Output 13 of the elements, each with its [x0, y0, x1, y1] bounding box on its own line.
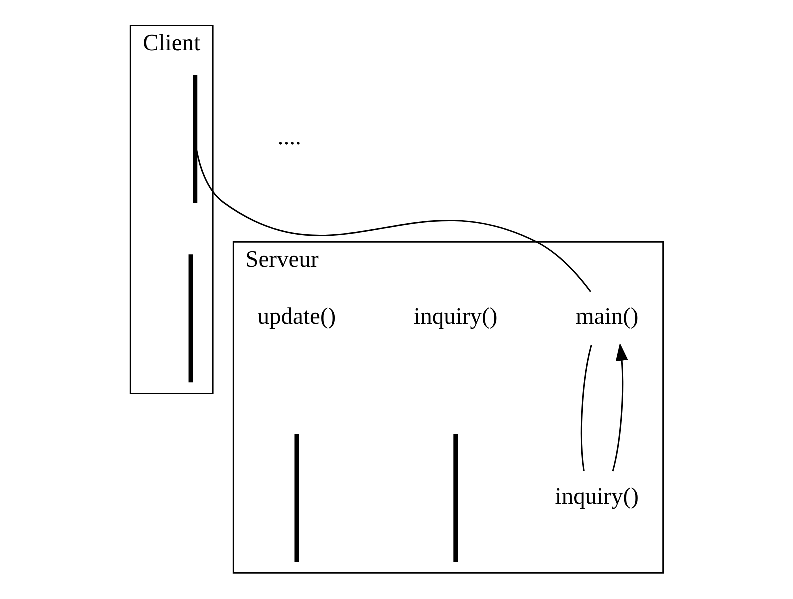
node-text: inquiry()	[554, 484, 638, 510]
cluster: Client	[129, 25, 214, 394]
node-text: main()	[576, 304, 638, 330]
node-bar	[294, 434, 299, 562]
node-bar	[188, 254, 193, 383]
node-bar	[453, 434, 458, 562]
node-text: inquiry()	[414, 304, 498, 330]
node-text: update()	[257, 304, 336, 330]
arrow	[612, 343, 628, 472]
label: ....	[277, 124, 301, 151]
connector	[196, 150, 591, 292]
connector	[580, 345, 592, 472]
node-bar	[192, 75, 198, 204]
